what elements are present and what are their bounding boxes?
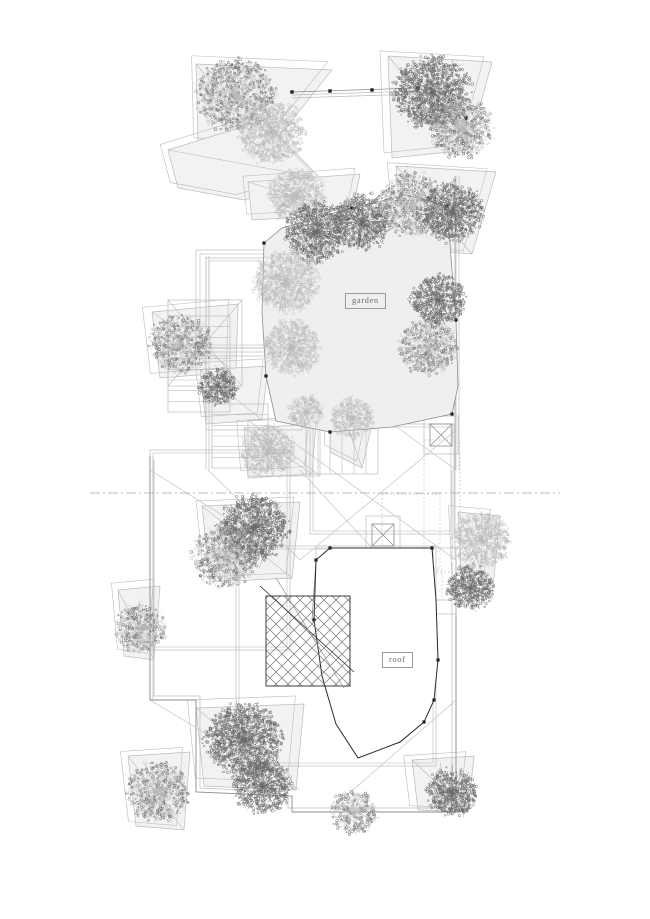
garden-vertex-node	[450, 412, 453, 415]
control-node	[370, 88, 373, 91]
control-node	[328, 89, 331, 92]
tree-canopy	[330, 790, 379, 835]
roof-vertex-node	[430, 546, 433, 549]
roof-vertex-node	[328, 546, 331, 549]
roof-vertex-node	[314, 558, 317, 561]
control-node	[290, 90, 293, 93]
diagonal-hatch-terrace	[266, 596, 350, 686]
roof-vertex-node	[436, 658, 439, 661]
roof-label: roof	[382, 652, 413, 668]
garden-label: garden	[345, 293, 386, 309]
garden-vertex-node	[328, 430, 331, 433]
roof-vertex-node	[422, 720, 425, 723]
garden-vertex-node	[262, 241, 265, 244]
garden-vertex-node	[264, 374, 267, 377]
roof-vertex-node	[432, 698, 435, 701]
